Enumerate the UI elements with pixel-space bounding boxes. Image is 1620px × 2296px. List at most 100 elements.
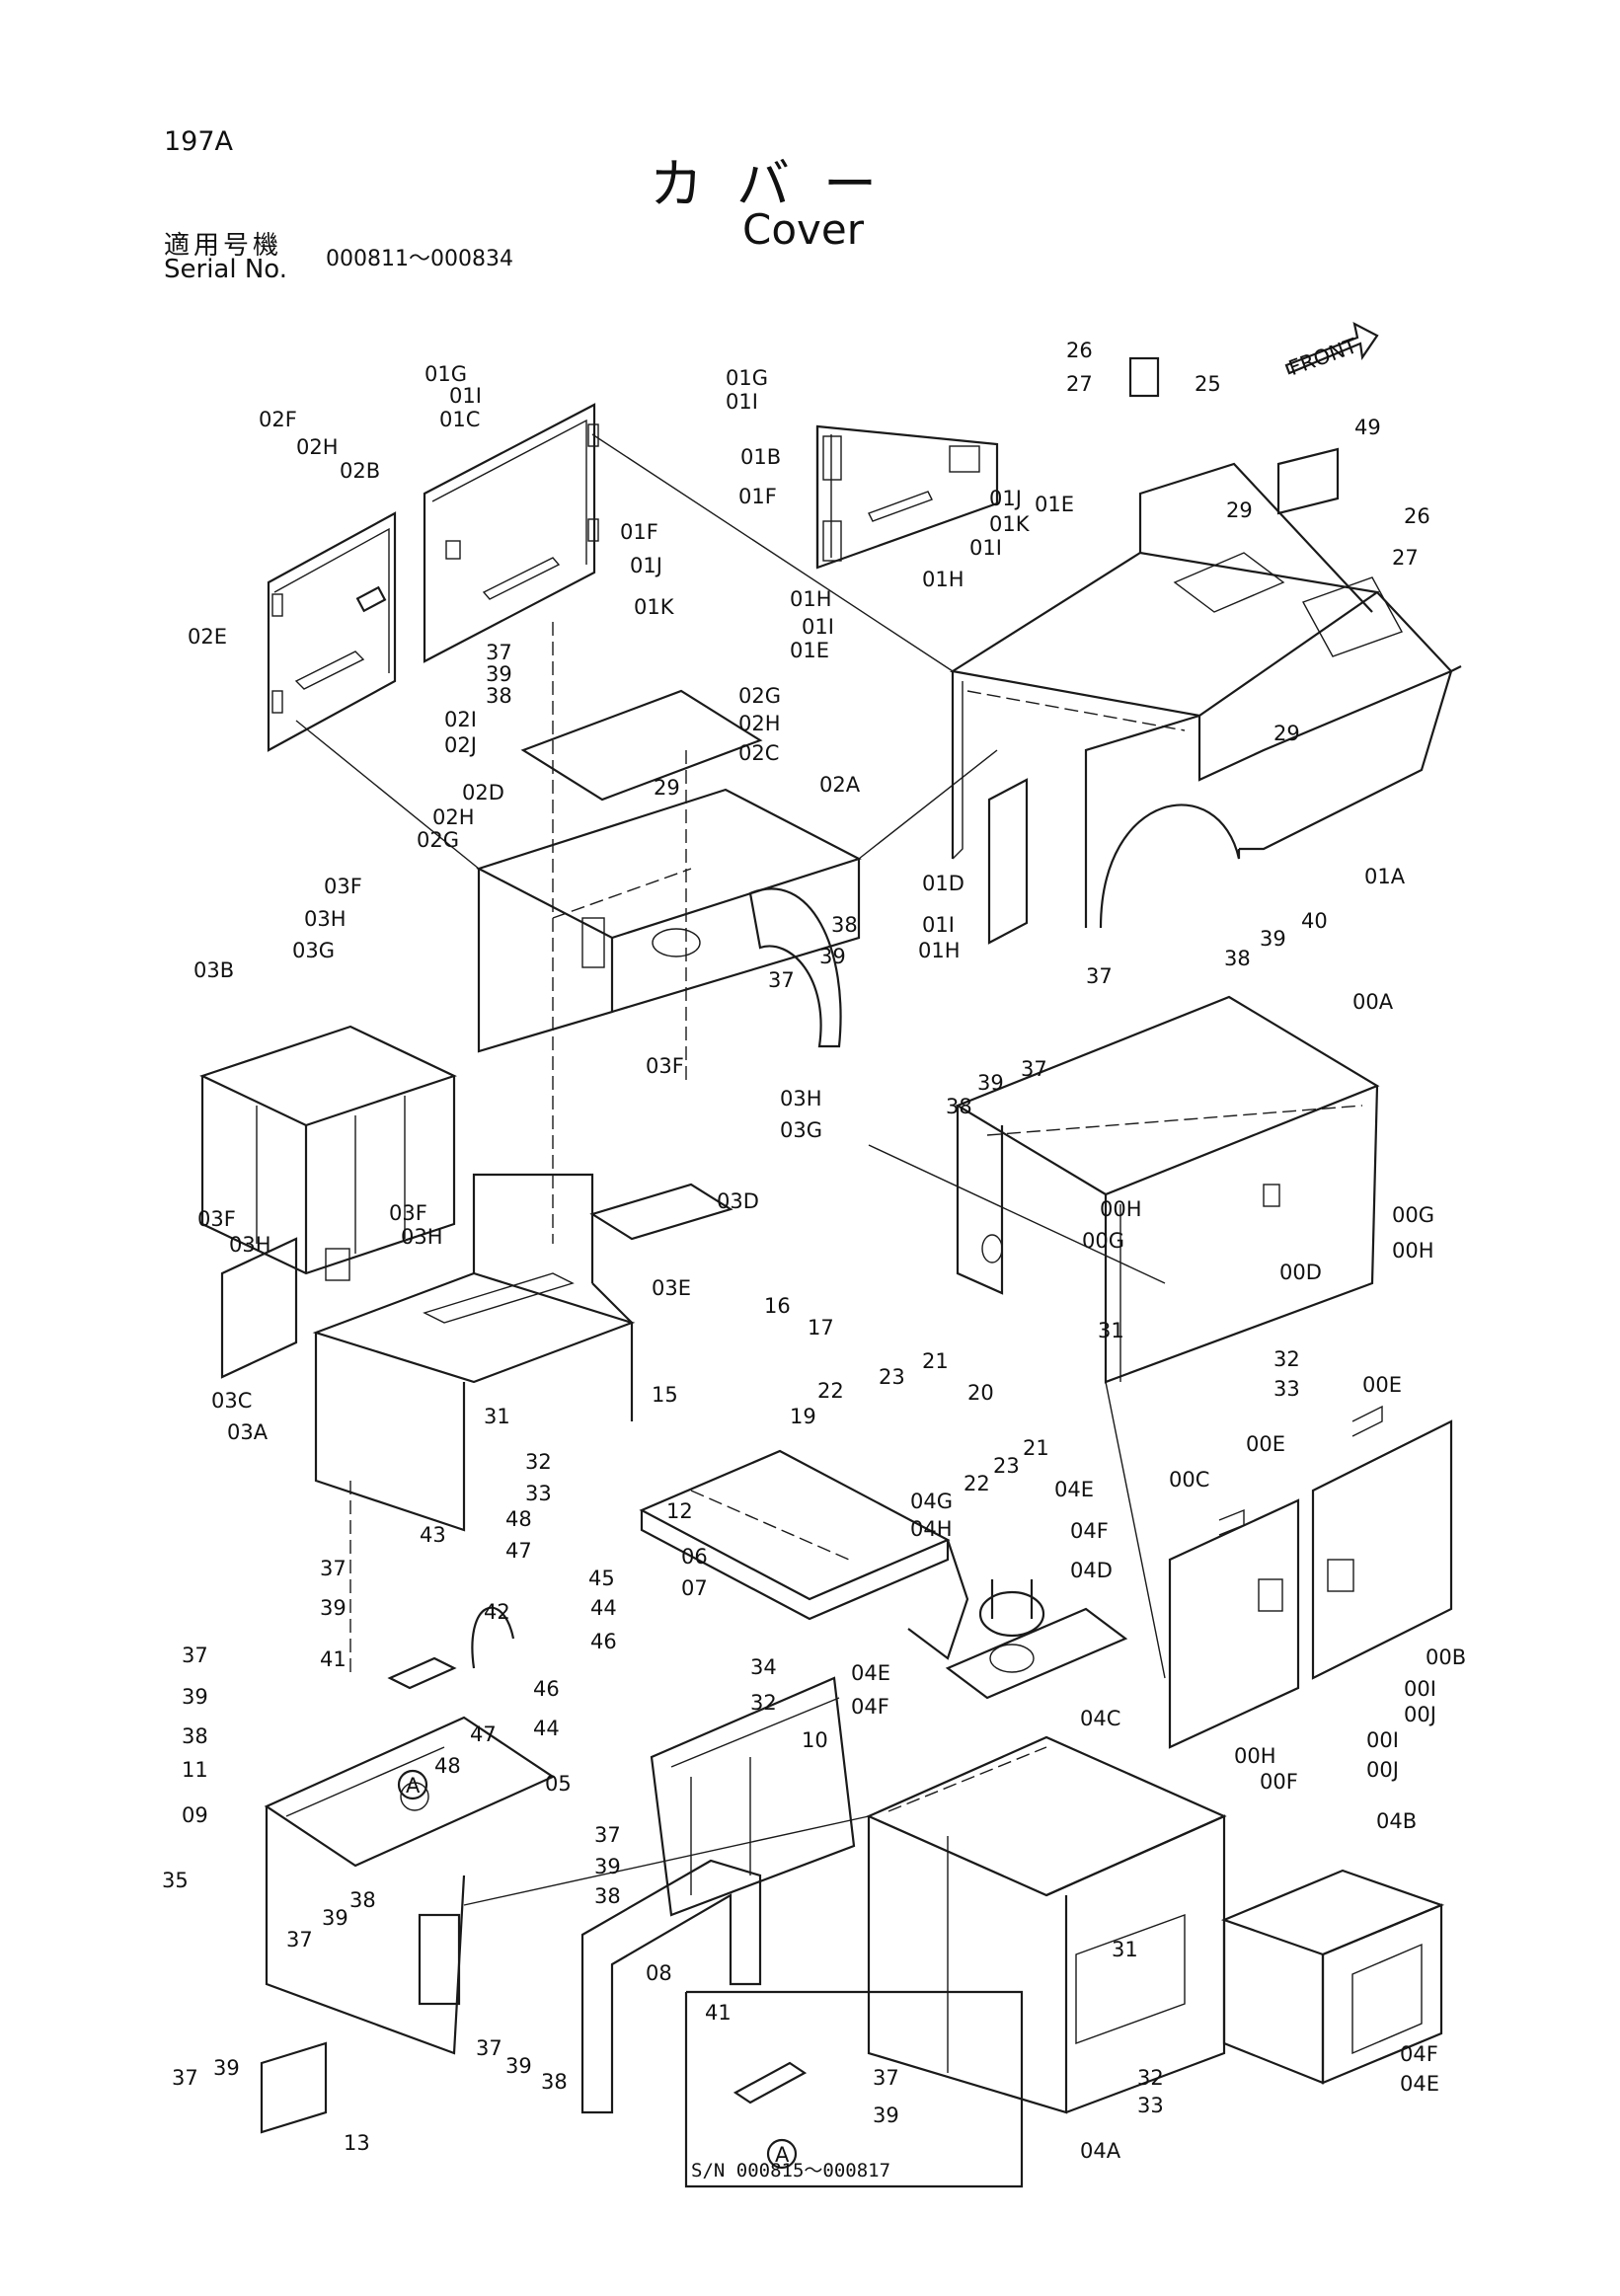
label-01G: 01G (424, 362, 467, 386)
label-04E: 04E (851, 1661, 890, 1685)
label-03B: 03B (193, 958, 234, 982)
label-08: 08 (646, 1961, 672, 1985)
label-03D: 03D (717, 1189, 759, 1213)
cover-01A (950, 462, 1462, 929)
label-01H: 01H (922, 568, 964, 591)
console-12 (639, 1449, 969, 1660)
label-26: 26 (1066, 339, 1093, 362)
label-01G: 01G (726, 366, 768, 390)
label-00H: 00H (1234, 1744, 1276, 1768)
label-39: 39 (977, 1071, 1004, 1095)
label-03H: 03H (229, 1233, 271, 1257)
label-42: 42 (484, 1600, 510, 1624)
label-02E: 02E (188, 625, 227, 649)
label-32: 32 (750, 1691, 777, 1715)
label-04B: 04B (1376, 1809, 1417, 1833)
label-41: 41 (320, 1647, 347, 1671)
label-38: 38 (486, 684, 512, 708)
label-02H: 02H (432, 805, 475, 829)
label-00I: 00I (1404, 1677, 1436, 1701)
label-03F: 03F (197, 1207, 236, 1231)
label-39: 39 (505, 2054, 532, 2078)
box-04B (1220, 1869, 1445, 2085)
label-31: 31 (1098, 1319, 1124, 1342)
label-47: 47 (470, 1722, 497, 1746)
label-48: 48 (434, 1754, 461, 1778)
label-01I: 01I (726, 390, 758, 414)
label-33: 33 (525, 1482, 552, 1505)
label-38: 38 (1224, 947, 1251, 970)
label-02G: 02G (738, 684, 781, 708)
label-29: 29 (1226, 498, 1253, 522)
drawing-linework (199, 321, 1462, 2134)
label-01F: 01F (738, 485, 777, 508)
label-01I: 01I (922, 913, 955, 937)
label-04A: 04A (1080, 2139, 1121, 2163)
inset-box: S/N 000815～000817 (684, 1990, 1024, 2188)
label-01F: 01F (620, 520, 658, 544)
label-37: 37 (320, 1557, 347, 1580)
label-04F: 04F (851, 1695, 889, 1719)
plate-09 (264, 1716, 556, 2055)
label-39: 39 (322, 1906, 348, 1930)
label-00G: 00G (1392, 1203, 1434, 1227)
label-39: 39 (1260, 927, 1286, 951)
label-03G: 03G (780, 1118, 822, 1142)
label-02C: 02C (738, 741, 779, 765)
label-38: 38 (182, 1724, 208, 1748)
callout-labels: 01G 01I 01C 02F 02H 02B 02E 01F 01J 01K … (162, 334, 1466, 2167)
label-21: 21 (1023, 1436, 1049, 1460)
label-00E: 00E (1362, 1373, 1402, 1397)
label-00C: 00C (1169, 1468, 1209, 1492)
label-23: 23 (879, 1365, 905, 1389)
box-04A (866, 1735, 1227, 2114)
label-47: 47 (505, 1539, 532, 1563)
label-44: 44 (590, 1596, 617, 1620)
label-09: 09 (182, 1803, 208, 1827)
label-02H: 02H (738, 712, 781, 735)
label-39: 39 (320, 1596, 347, 1620)
label-03G: 03G (292, 939, 335, 962)
label-00E: 00E (1246, 1432, 1285, 1456)
label-38: 38 (594, 1884, 621, 1908)
label-01E: 01E (790, 639, 829, 662)
label-02B: 02B (340, 459, 380, 483)
label-37: 37 (182, 1644, 208, 1667)
label-37: 37 (1086, 964, 1113, 988)
label-00H: 00H (1100, 1197, 1142, 1221)
label-01K: 01K (634, 595, 675, 619)
label-04F: 04F (1400, 2042, 1438, 2066)
label-02A: 02A (819, 773, 861, 797)
label-21: 21 (922, 1349, 949, 1373)
label-43: 43 (420, 1523, 446, 1547)
label-39: 39 (213, 2056, 240, 2080)
label-03F: 03F (389, 1201, 427, 1225)
page-number: 197A (164, 126, 234, 157)
label-34: 34 (750, 1655, 777, 1679)
label-44: 44 (533, 1717, 560, 1740)
label-00B: 00B (1426, 1645, 1466, 1669)
label-06: 06 (681, 1545, 708, 1569)
label-46: 46 (590, 1630, 617, 1653)
label-front: FRONT (1285, 334, 1360, 380)
label-03E: 03E (652, 1276, 691, 1300)
label-00D: 00D (1279, 1261, 1322, 1284)
plate-03D (589, 1183, 733, 1241)
label-37: 37 (486, 641, 512, 664)
label-10: 10 (802, 1728, 828, 1752)
label-37: 37 (768, 968, 795, 992)
plate-04C (945, 1579, 1128, 1700)
label-04H: 04H (910, 1517, 953, 1541)
label-A: A (775, 2143, 790, 2167)
label-37: 37 (172, 2066, 198, 2090)
label-01J: 01J (630, 554, 662, 577)
label-00J: 00J (1366, 1758, 1399, 1782)
label-38: 38 (946, 1095, 972, 1118)
label-03H: 03H (304, 907, 347, 931)
label-00H: 00H (1392, 1239, 1434, 1263)
label-39: 39 (486, 662, 512, 686)
label-00J: 00J (1404, 1703, 1436, 1726)
label-00A: 00A (1352, 990, 1394, 1014)
label-01H: 01H (790, 587, 832, 611)
label-04E: 04E (1054, 1478, 1094, 1501)
